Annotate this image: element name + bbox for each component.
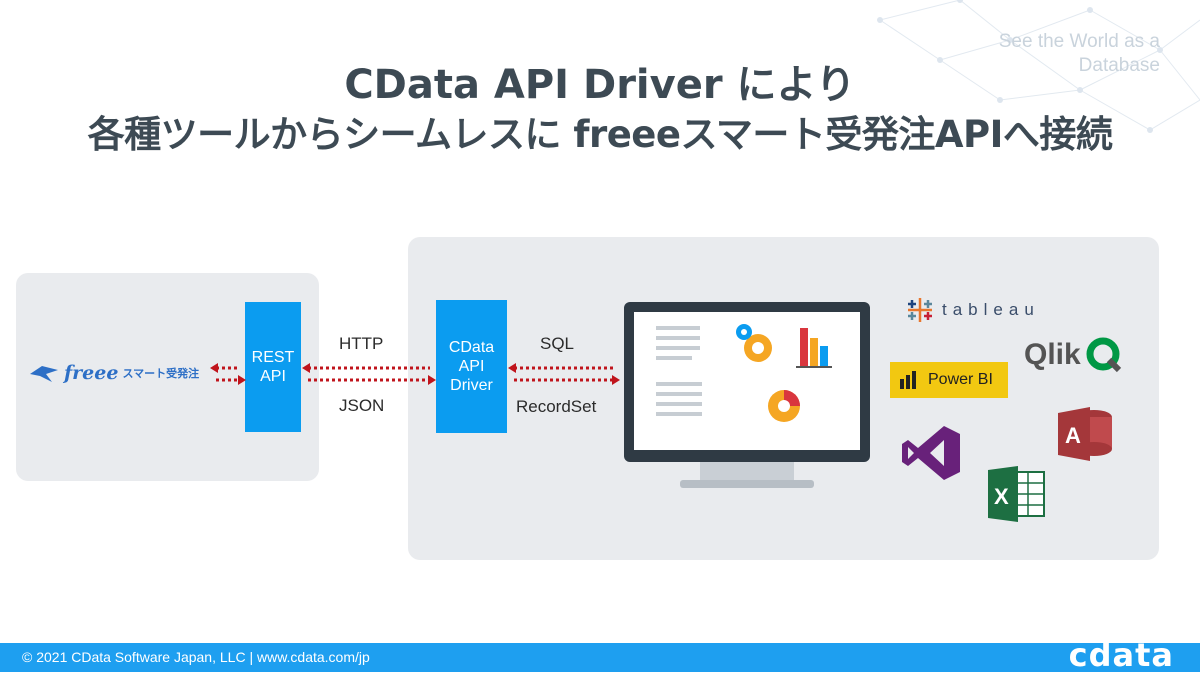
arrowhead-left-2 — [302, 363, 310, 373]
monitor-icon — [624, 302, 870, 488]
freee-logo: freee スマート受発注 — [28, 362, 199, 384]
tagline-line1: See the World as a — [998, 31, 1160, 52]
power-bi-text: Power BI — [928, 371, 993, 388]
arrowhead-right-1 — [238, 375, 246, 385]
arrowhead-right-3 — [612, 375, 620, 385]
footer-bar — [0, 643, 1200, 672]
qlik-logo: Qlik — [1024, 336, 1123, 374]
freee-logo-word: freee — [64, 362, 119, 384]
driver-line3: Driver — [450, 377, 493, 394]
http-label: HTTP — [339, 334, 384, 353]
tagline-line2: Database — [1078, 55, 1160, 76]
svg-text:X: X — [994, 484, 1009, 509]
sql-label: SQL — [540, 334, 575, 353]
cdata-logo: cdata — [1068, 636, 1174, 674]
recordset-label: RecordSet — [516, 397, 597, 416]
json-label: JSON — [339, 396, 385, 415]
tagline: See the World as a Database — [999, 30, 1160, 78]
qlik-icon — [1086, 337, 1121, 373]
power-bi-icon — [900, 371, 916, 389]
visual-studio-icon — [902, 426, 960, 480]
excel-icon: X — [988, 466, 1045, 522]
tableau-logo: tableau — [906, 296, 1040, 324]
slide-title-line2: 各種ツールからシームレスに freeeスマート受発注APIへ接続 — [87, 113, 1113, 156]
arrowhead-right-2 — [428, 375, 436, 385]
arrowhead-left-3 — [508, 363, 516, 373]
freee-logo-sub: スマート受発注 — [122, 367, 200, 380]
arrowhead-left-1 — [210, 363, 218, 373]
rest-api-line1: REST — [251, 349, 295, 366]
footer-copyright: © 2021 CData Software Japan, LLC | www.c… — [22, 649, 370, 665]
footer-accent — [1000, 643, 1200, 672]
driver-line1: CData — [448, 339, 495, 356]
driver-line2: API — [458, 358, 485, 375]
tableau-word: tableau — [942, 300, 1040, 319]
access-icon: A — [1058, 407, 1112, 461]
slide-title-line1: CData API Driver により — [344, 62, 856, 108]
cdata-api-driver-box: CData API Driver — [436, 300, 507, 433]
qlik-word: Qlik — [1024, 338, 1081, 371]
power-bi-logo: Power BI — [890, 362, 1008, 398]
rest-api-line2: API — [260, 368, 286, 385]
svg-text:A: A — [1065, 423, 1081, 448]
tableau-icon — [908, 298, 932, 322]
rest-api-box: REST API — [245, 302, 301, 432]
freee-bird-icon — [30, 366, 58, 382]
